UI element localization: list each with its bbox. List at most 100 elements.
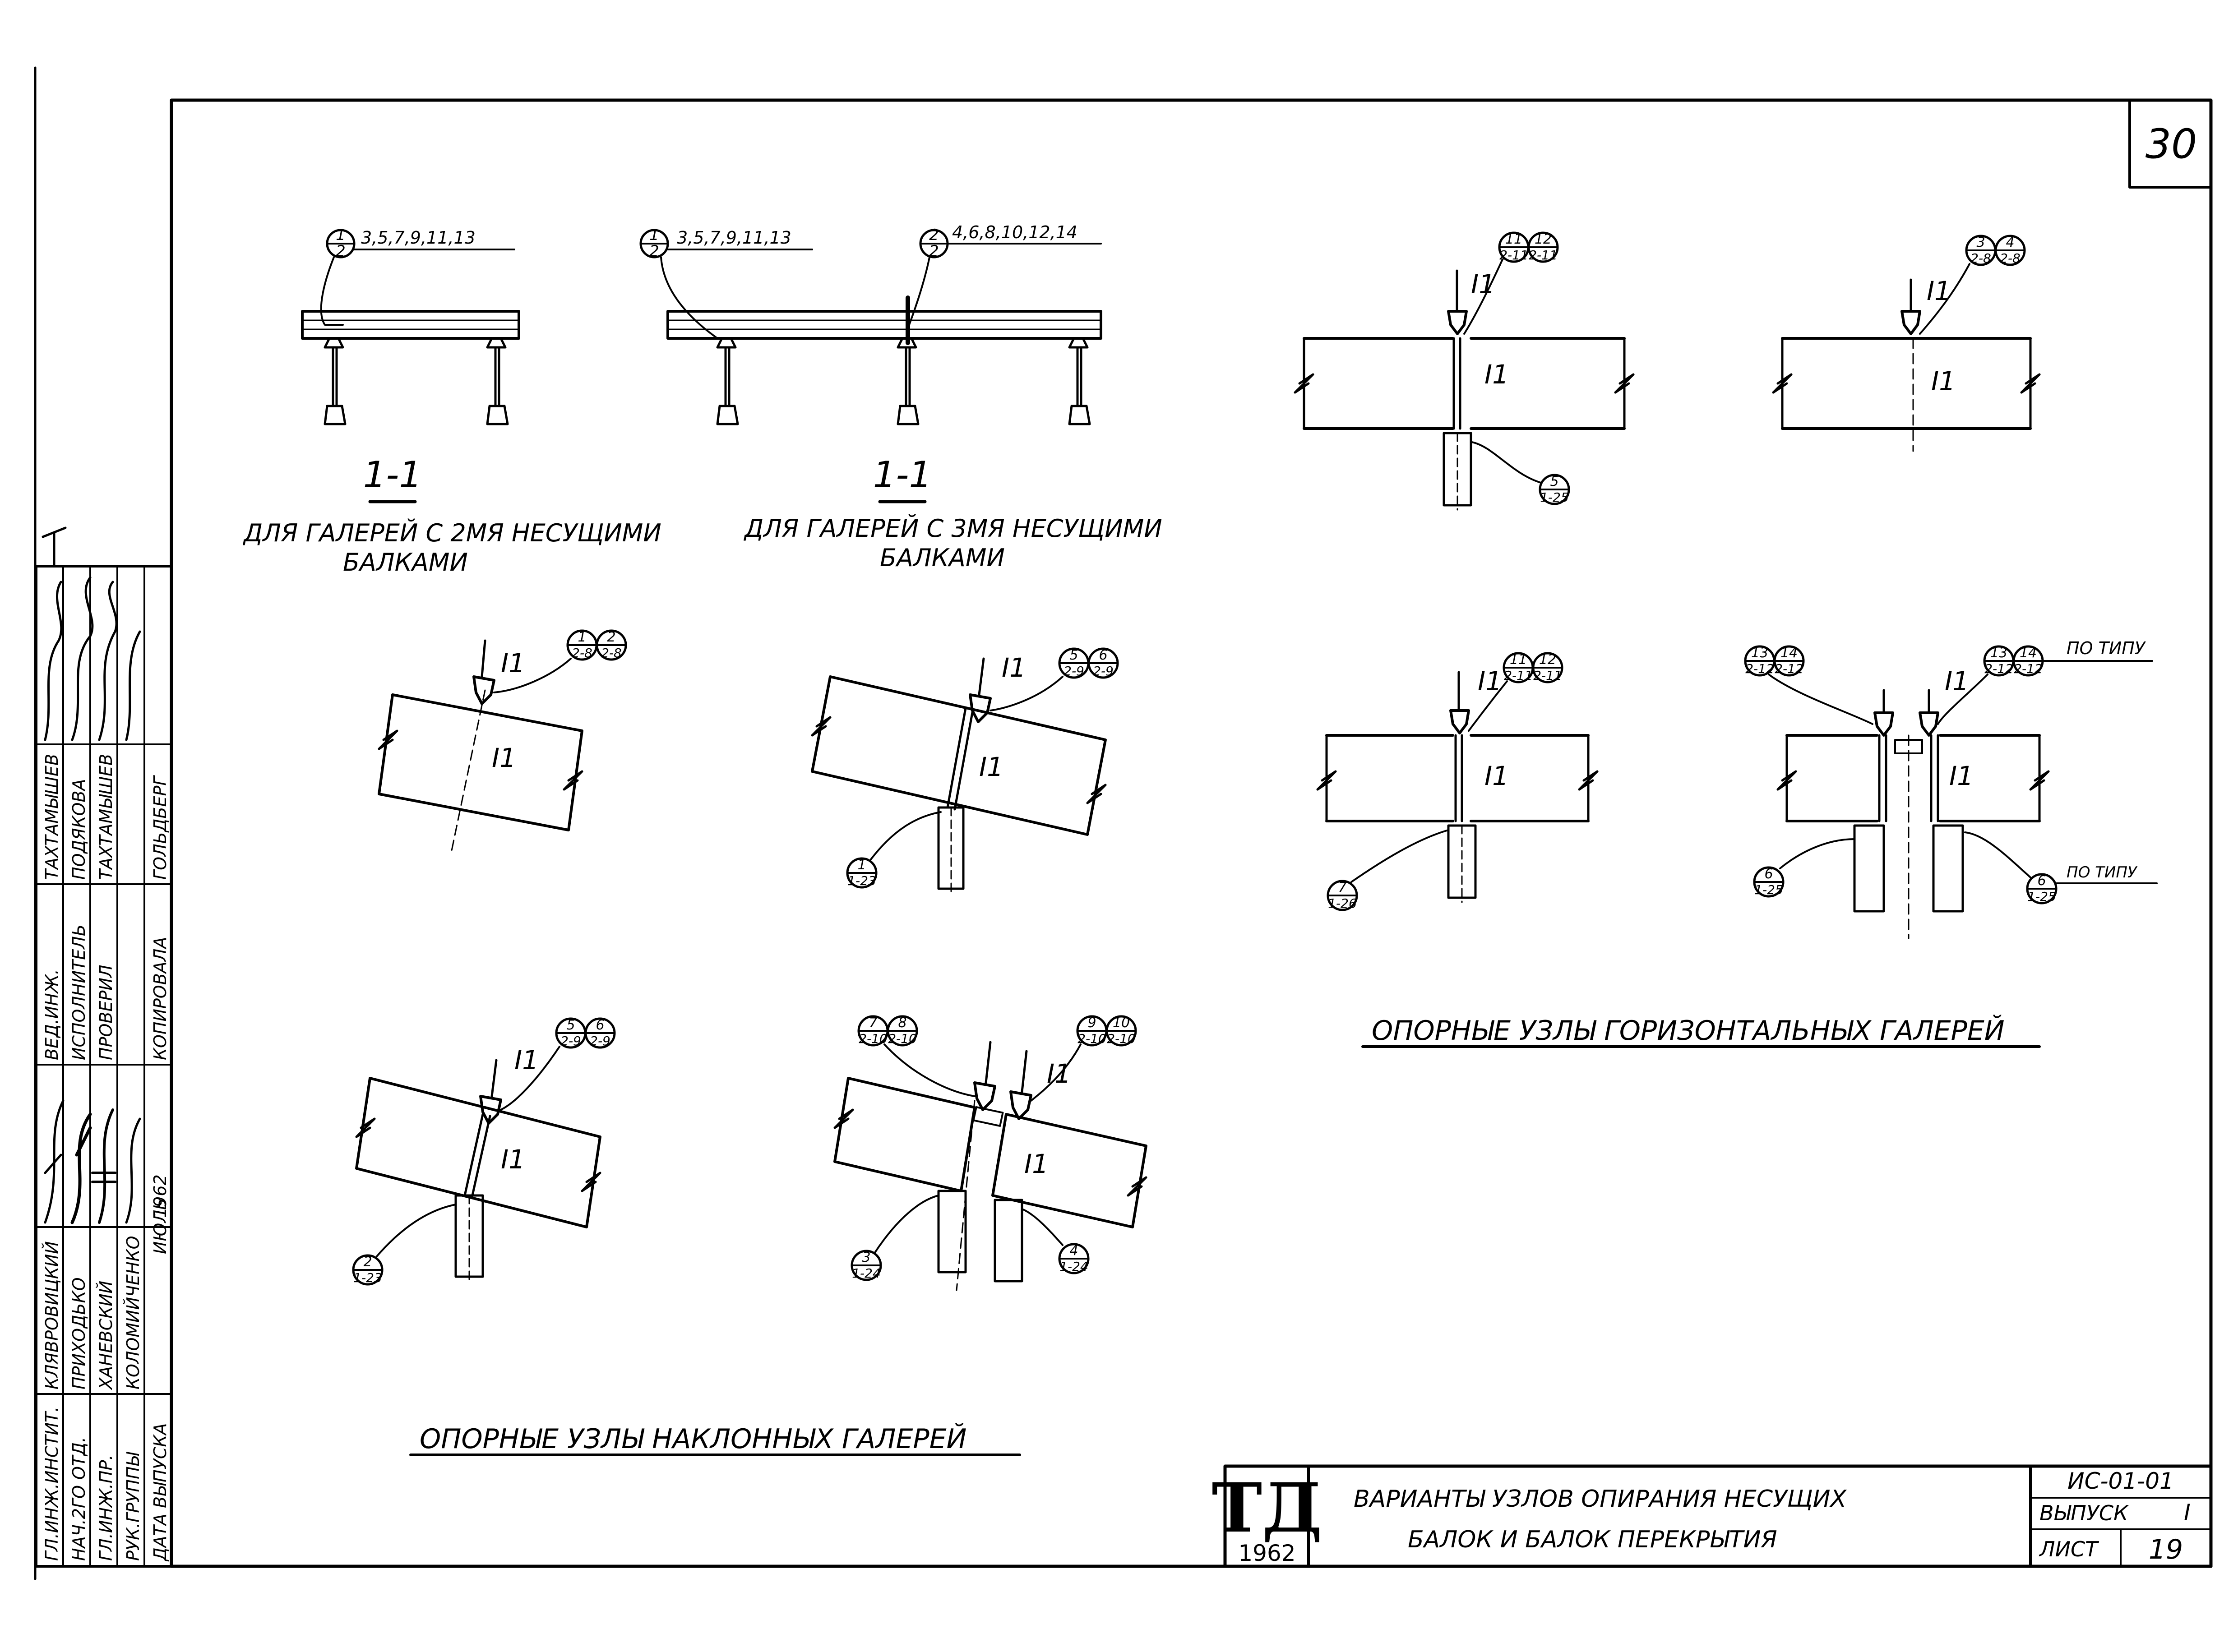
i2-b-top: 6 [1099, 647, 1107, 663]
i3-b-top: 6 [596, 1017, 604, 1033]
inclined-node-1: I1 I1 1 2-8 2 2-8 [378, 629, 627, 854]
h2-a-bot: 2-8 [1970, 251, 1991, 266]
sheet-number-box: 30 [2128, 99, 2212, 189]
h4-d-bot: 2-12 [2014, 661, 2043, 676]
i3-a-bot: 2-9 [560, 1034, 581, 1048]
name-1: КЛЯВРОВИЦКИЙ [42, 1241, 62, 1389]
caption-2-beams-line1: ДЛЯ ГАЛЕРЕЙ С 2МЯ НЕСУЩИМИ [243, 519, 661, 547]
i1-b-top: 2 [607, 629, 615, 645]
i2-a-bot: 2-9 [1064, 664, 1084, 678]
role2-1: ВЕД.ИНЖ. [42, 969, 62, 1060]
beam-list-odd-b: 3,5,7,9,11,13 [677, 228, 791, 248]
h3-low-top: 7 [1338, 880, 1346, 895]
horizontal-node-2: I1 I1 3 2-8 4 2-8 [1772, 235, 2041, 452]
role2-2: ИСПОЛНИТЕЛЬ [69, 924, 89, 1060]
inclined-node-4: I1 I1 7 2-10 8 2-10 9 2-10 10 2-10 3 1-2… [833, 1015, 1147, 1291]
name-3: ХАНЕВСКИЙ [96, 1281, 116, 1390]
i4-mark-body: I1 [1024, 1149, 1049, 1179]
section-label-right: 1-1 [873, 454, 932, 496]
section-1-1-three-beams: 1 2 3,5,7,9,11,13 2 2 4,6,8,10,12,14 1-1… [639, 222, 1162, 572]
i2-b-bot: 2-9 [1093, 664, 1114, 678]
h4-low-b-top: 6 [2037, 873, 2046, 889]
h2-mark-body: I1 [1931, 366, 1956, 397]
h4-type-top: ПО ТИПУ [2067, 638, 2146, 658]
name2-1: ТАХТАМЫШЕВ [42, 754, 62, 880]
role2-3: ПРОВЕРИЛ [96, 965, 116, 1060]
name-2: ПРИХОДЬКО [69, 1277, 89, 1389]
h2-a-top: 3 [1976, 235, 1985, 250]
i4-low-b-top: 4 [1069, 1243, 1078, 1259]
title-issue-value: I [2184, 1500, 2191, 1526]
signature-scribble-5 [44, 1099, 65, 1224]
title-issue-label: ВЫПУСК [2039, 1501, 2129, 1525]
i2-low-bot: 1-23 [847, 873, 876, 888]
title-logo: ТД [1212, 1468, 1322, 1548]
h3-b-top: 12 [1539, 652, 1556, 668]
h3-a-top: 11 [1510, 652, 1527, 668]
i4-b-bot: 2-10 [888, 1031, 917, 1046]
section-1-1-two-beams: 1 2 3,5,7,9,11,13 1-1 ДЛЯ ГАЛЕРЕЙ С 2МЯ … [243, 226, 661, 577]
i4-b-top: 8 [898, 1015, 906, 1031]
h4-d-top: 14 [2020, 645, 2037, 661]
i1-b-bot: 2-8 [601, 646, 622, 660]
h3-a-bot: 2-11 [1504, 668, 1533, 683]
callout-c2-top: 2 [929, 226, 939, 244]
i2-mark-body: I1 [979, 752, 1003, 782]
i1-mark-body: I1 [492, 743, 516, 773]
h4-low-a-bot: 1-25 [1754, 882, 1783, 897]
i1-a-top: 1 [578, 629, 586, 645]
i3-a-top: 5 [566, 1017, 575, 1033]
h2-b-top: 4 [2006, 235, 2014, 250]
sheet-number: 30 [2146, 120, 2197, 168]
name2-3: ТАХТАМЫШЕВ [96, 754, 116, 880]
h1-b-bot: 2-11 [1529, 248, 1558, 263]
h1-low-top: 5 [1550, 474, 1558, 489]
i1-mark-top: I1 [501, 648, 525, 678]
i4-a-bot: 2-10 [859, 1031, 888, 1046]
i4-a-top: 7 [869, 1015, 877, 1031]
caption-3-beams-line1: ДЛЯ ГАЛЕРЕЙ С 3МЯ НЕСУЩИМИ [744, 514, 1162, 543]
title-sheet-value: 19 [2149, 1534, 2183, 1565]
inclined-node-2: I1 I1 5 2-9 6 2-9 1 1-23 [811, 647, 1119, 894]
title-line2: БАЛОК И БАЛОК ПЕРЕКРЫТИЯ [1408, 1526, 1777, 1553]
h4-low-a-top: 6 [1764, 866, 1773, 882]
name2-4: ГОЛЬДБЕРГ [150, 775, 170, 880]
role-4: РУК.ГРУППЫ [123, 1451, 143, 1561]
h3-b-bot: 2-11 [1533, 668, 1562, 683]
role-5: ДАТА ВЫПУСКА [150, 1423, 170, 1562]
h4-b-top: 14 [1780, 645, 1798, 661]
i3-b-bot: 2-9 [590, 1034, 610, 1048]
sig-year: 1962 [150, 1174, 170, 1218]
signature-scribble-8 [125, 1117, 141, 1224]
role2-4: КОПИРОВАЛА [150, 937, 170, 1060]
horizontal-node-3: I1 I1 11 2-11 12 2-11 7 1-26 [1316, 652, 1599, 911]
i1-a-bot: 2-8 [572, 646, 592, 660]
beam-list-odd: 3,5,7,9,11,13 [361, 228, 476, 248]
h2-b-bot: 2-8 [2000, 251, 2021, 266]
h1-a-bot: 2-11 [1499, 248, 1528, 263]
role-3: ГЛ.ИНЖ.ПР. [96, 1455, 116, 1561]
i4-low-a-bot: 1-24 [852, 1266, 881, 1281]
title-line1: ВАРИАНТЫ УЗЛОВ ОПИРАНИЯ НЕСУЩИХ [1354, 1486, 1847, 1513]
signature-block: ГЛ.ИНЖ.ИНСТИТ. НАЧ.2ГО ОТД. ГЛ.ИНЖ.ПР. Р… [35, 526, 173, 1568]
inclined-heading: ОПОРНЫЕ УЗЛЫ НАКЛОННЫХ ГАЛЕРЕЙ [420, 1423, 966, 1455]
title-code: ИС-01-01 [2067, 1468, 2174, 1494]
name-5: ИЮЛЬ [150, 1198, 170, 1254]
title-year: 1962 [1238, 1540, 1295, 1566]
h4-mark-top: I1 [1945, 666, 1969, 697]
h4-c-bot: 2-12 [1984, 661, 2013, 676]
i3-low-top: 2 [363, 1254, 372, 1270]
signature-scribble-2 [71, 576, 94, 741]
title-block: ТД 1962 ВАРИАНТЫ УЗЛОВ ОПИРАНИЯ НЕСУЩИХ … [1212, 1464, 2213, 1568]
i2-a-top: 5 [1069, 647, 1078, 663]
h4-type-bottom: ПО ТИПУ [2067, 863, 2138, 881]
i4-d-bot: 2-10 [1107, 1031, 1136, 1046]
callout-c1-top: 1 [336, 226, 346, 244]
caption-2-beams-line2: БАЛКАМИ [343, 548, 468, 577]
role-1: ГЛ.ИНЖ.ИНСТИТ. [42, 1407, 62, 1561]
beam-list-even: 4,6,8,10,12,14 [952, 222, 1077, 242]
callout-c2-bot: 2 [929, 242, 939, 260]
signature-scribble-6 [70, 1112, 92, 1224]
i4-low-b-bot: 1-24 [1059, 1259, 1088, 1274]
callout-3b-left-top: 1 [649, 226, 659, 244]
